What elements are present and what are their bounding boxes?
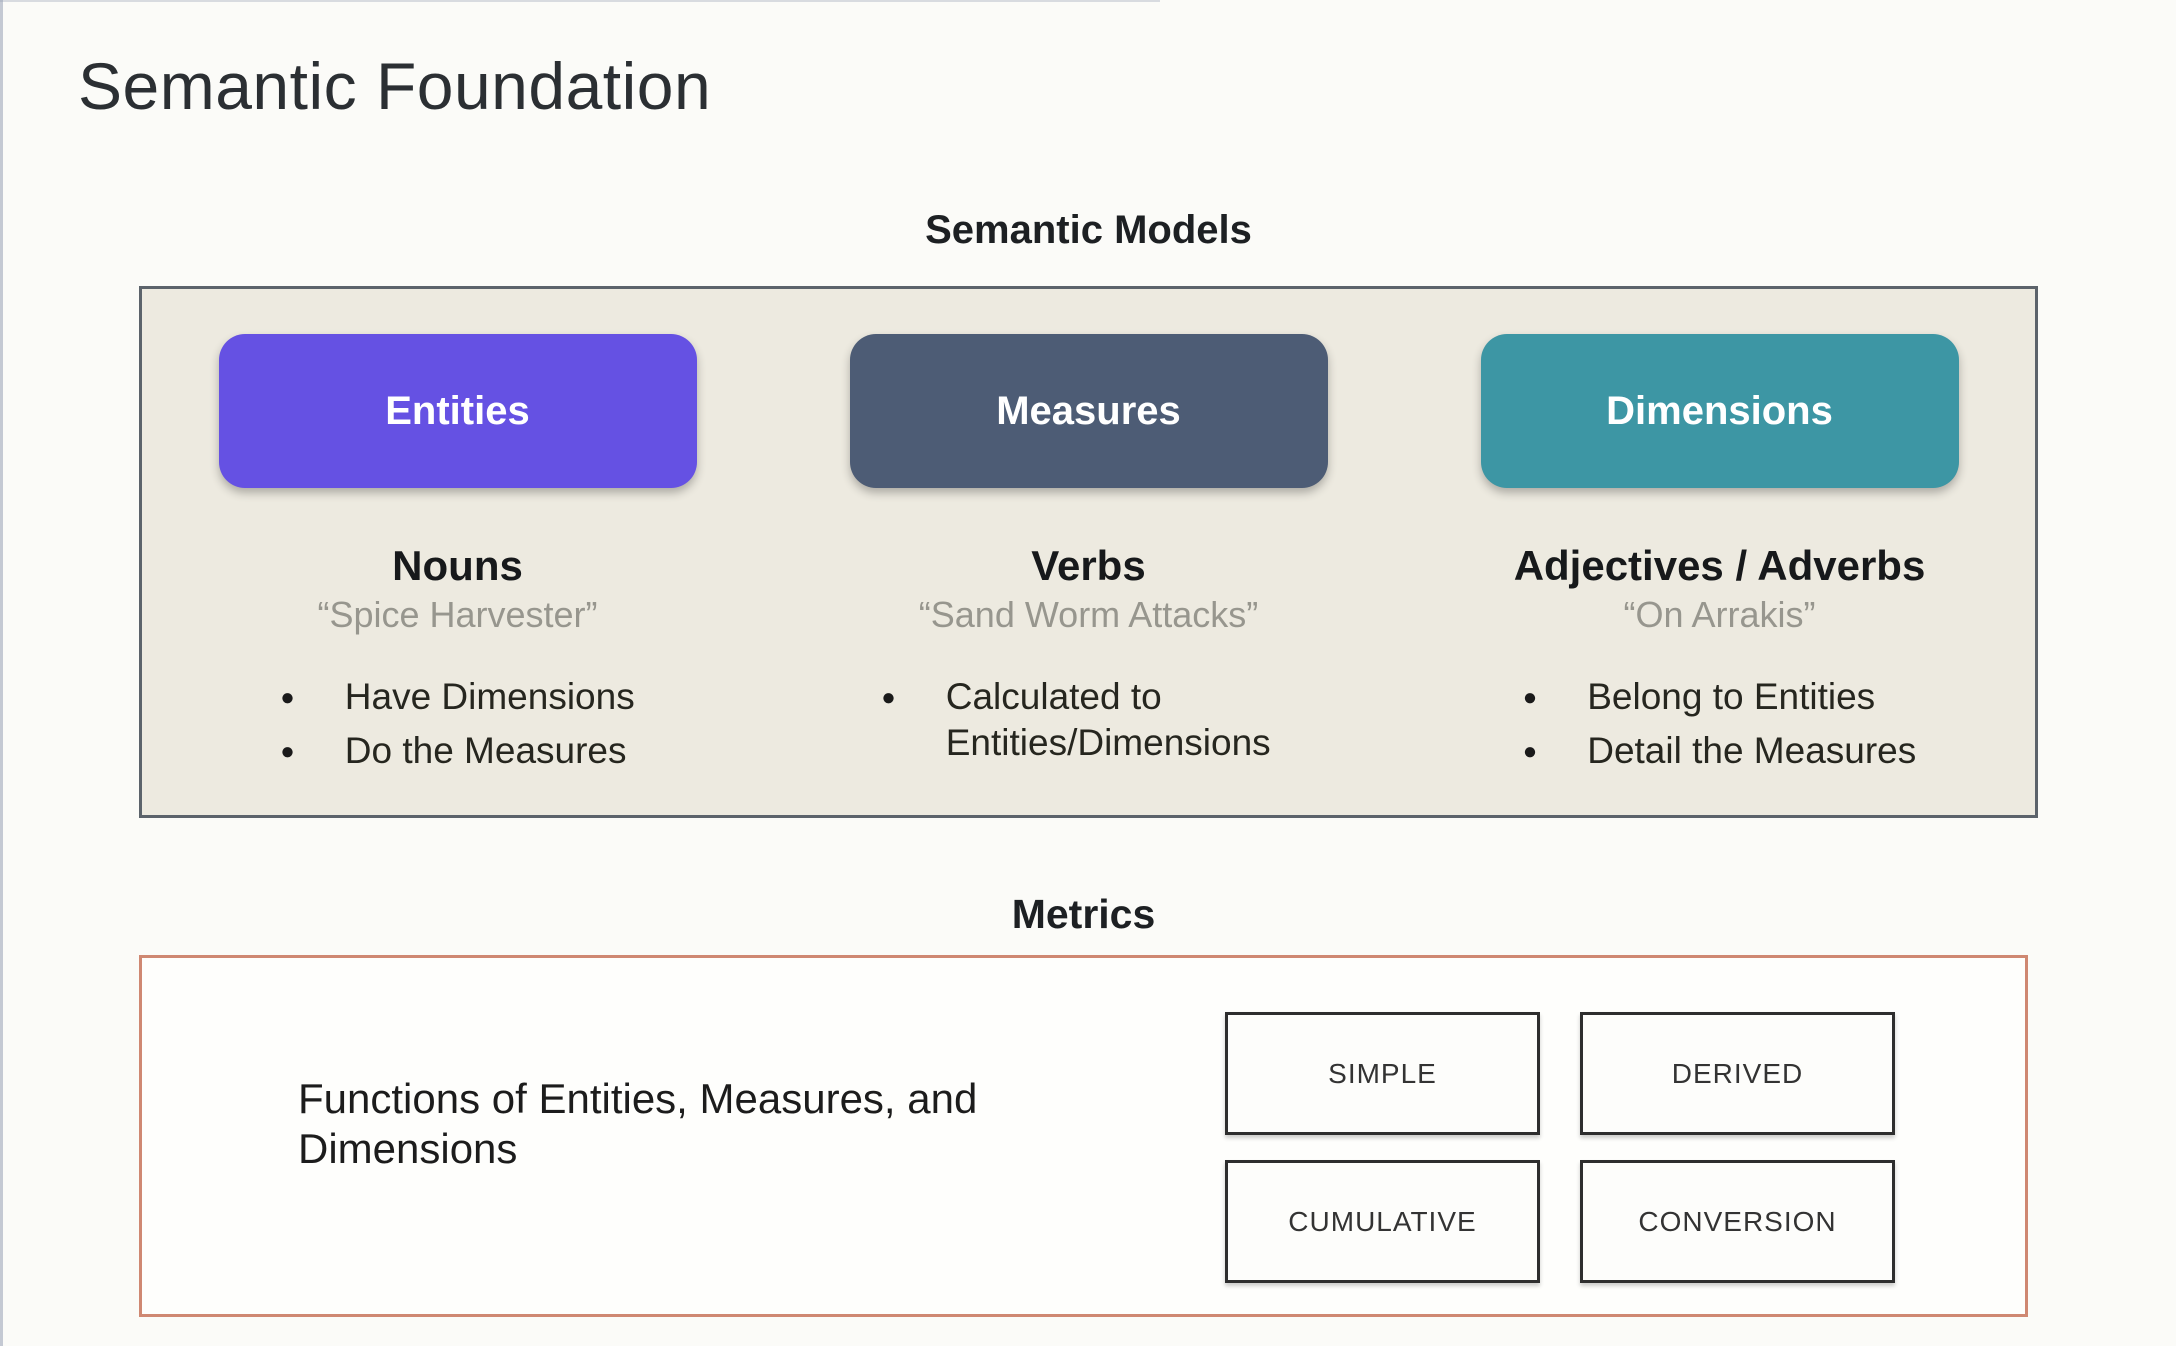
model-column-entities: Entities Nouns “Spice Harvester” ● Have …: [142, 289, 773, 815]
window-left-edge: [0, 0, 3, 1346]
metrics-description: Functions of Entities, Measures, and Dim…: [298, 1075, 978, 1173]
dimensions-example-label: “On Arrakis”: [1623, 594, 1816, 635]
bullet-text: Belong to Entities: [1587, 676, 1876, 717]
dimensions-bullet-list: ● Belong to Entities ● Detail the Measur…: [1523, 666, 1917, 783]
bullet-icon: ●: [280, 684, 295, 711]
window-top-edge: [0, 0, 1160, 2]
bullet-text: Calculated to Entities/Dimensions: [945, 676, 1271, 764]
measures-bullet-list: ● Calculated to Entities/Dimensions: [881, 666, 1296, 775]
metrics-heading: Metrics: [1011, 891, 1156, 937]
model-column-dimensions: Dimensions Adjectives / Adverbs “On Arra…: [1404, 289, 2035, 815]
list-item: ● Have Dimensions: [280, 674, 634, 720]
entities-bullet-list: ● Have Dimensions ● Do the Measures: [280, 666, 634, 783]
metric-type-box-conversion: CONVERSION: [1580, 1160, 1895, 1283]
dimensions-pill: Dimensions: [1480, 334, 1959, 488]
bullet-icon: ●: [1522, 738, 1538, 766]
measures-pill: Measures: [849, 334, 1328, 488]
entities-role-label: Nouns: [392, 542, 523, 589]
semantic-models-heading: Semantic Models: [925, 208, 1252, 252]
metric-type-box-derived: DERIVED: [1580, 1012, 1895, 1135]
bullet-text: Detail the Measures: [1587, 730, 1917, 772]
entities-pill: Entities: [218, 334, 697, 488]
list-item: ● Belong to Entities: [1523, 674, 1917, 720]
metrics-panel: Functions of Entities, Measures, and Dim…: [139, 955, 2028, 1317]
bullet-text: Have Dimensions: [344, 676, 635, 717]
slide-title: Semantic Foundation: [78, 49, 712, 123]
model-column-measures: Measures Verbs “Sand Worm Attacks” ● Cal…: [773, 289, 1404, 815]
dimensions-role-label: Adjectives / Adverbs: [1513, 542, 1926, 589]
list-item: ● Calculated to Entities/Dimensions: [881, 674, 1296, 767]
measures-role-label: Verbs: [1031, 542, 1146, 589]
list-item: ● Do the Measures: [280, 728, 634, 774]
bullet-icon: ●: [1522, 684, 1538, 711]
bullet-icon: ●: [280, 738, 295, 766]
semantic-models-panel: Entities Nouns “Spice Harvester” ● Have …: [139, 286, 2038, 818]
metric-types-grid: SIMPLE DERIVED CUMULATIVE CONVERSION: [1225, 1012, 1895, 1283]
metric-type-box-simple: SIMPLE: [1225, 1012, 1540, 1135]
entities-example-label: “Spice Harvester”: [317, 594, 598, 635]
list-item: ● Detail the Measures: [1523, 728, 1917, 774]
bullet-icon: ●: [881, 684, 896, 711]
measures-example-label: “Sand Worm Attacks”: [918, 594, 1259, 635]
metric-type-box-cumulative: CUMULATIVE: [1225, 1160, 1540, 1283]
bullet-text: Do the Measures: [344, 730, 627, 772]
